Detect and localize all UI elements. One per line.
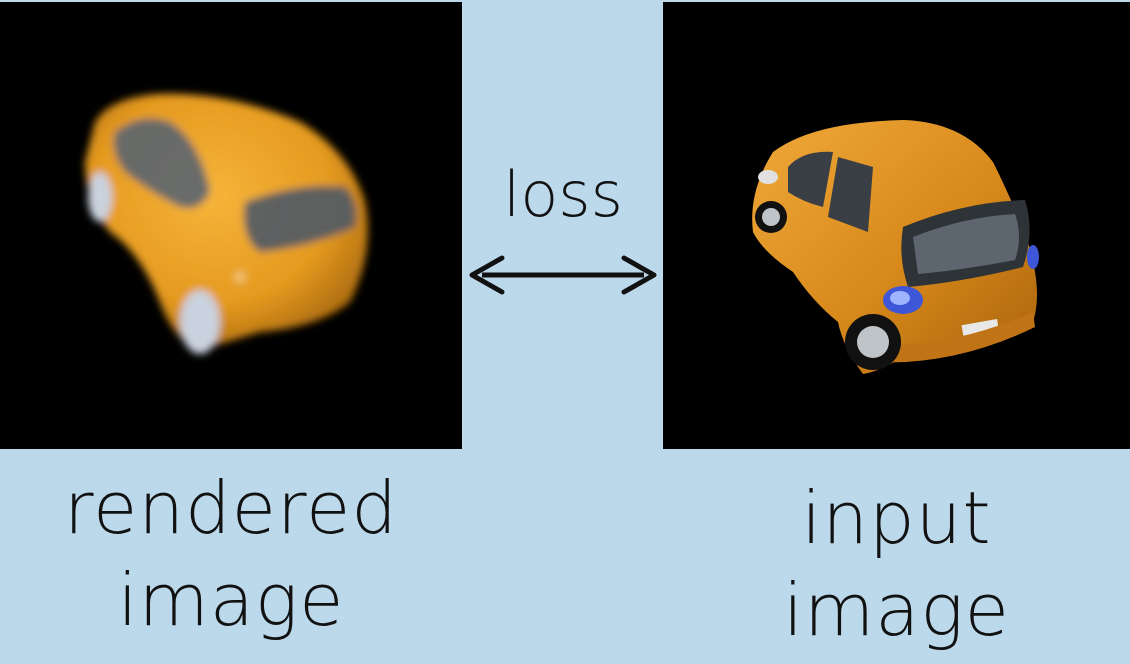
loss-label: loss	[503, 158, 623, 231]
rendered-car-image	[85, 93, 368, 354]
caption-line: rendered	[64, 466, 398, 550]
input-image-panel	[663, 2, 1130, 449]
rendered-image-panel	[0, 2, 462, 449]
caption-line: image	[117, 558, 345, 642]
input-image-caption: input image	[663, 472, 1130, 656]
input-car-image	[752, 120, 1039, 374]
double-arrow-icon	[469, 255, 657, 295]
caption-line: input	[801, 476, 992, 560]
rendered-image-caption: rendered image	[0, 462, 462, 646]
caption-line: image	[783, 568, 1010, 652]
